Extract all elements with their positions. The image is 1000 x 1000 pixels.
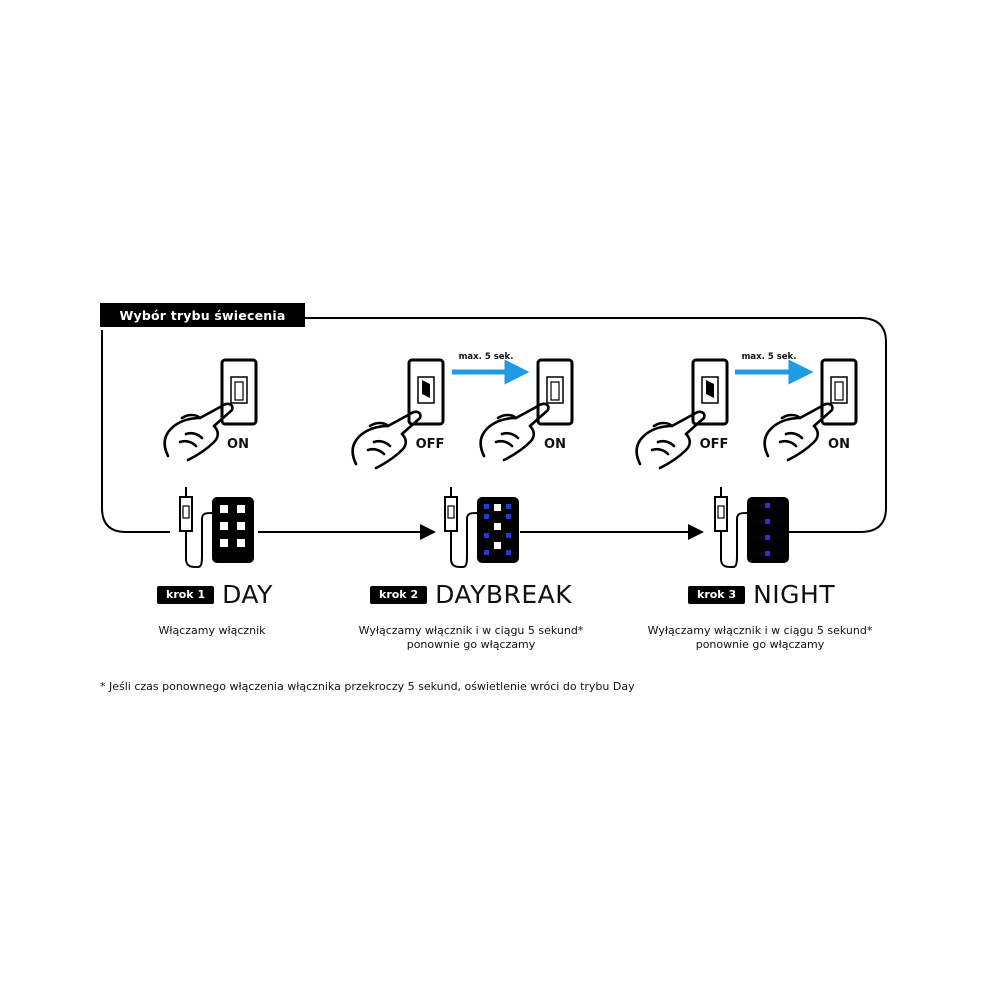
switch-state-label: OFF [415,437,445,452]
step-3-heading: krok 3 NIGHT [688,580,835,609]
step-1-description: Włączamy włącznik [158,624,266,637]
section-title: Wybór trybu świecenia [100,303,305,327]
step-badge: krok 3 [688,585,746,604]
step-2-description: Wyłączamy włącznik i w ciągu 5 sekund* p… [358,624,584,651]
switch-state-label: OFF [699,437,729,452]
controller-remote-daybreak-icon [444,486,520,568]
step-2-heading: krok 2 DAYBREAK [370,580,572,609]
switch-state-label: ON [544,437,566,452]
controller-remote-day-icon [179,486,255,568]
step-1-heading: krok 1 DAY [157,580,273,609]
switch-state-label: ON [828,437,850,452]
switch-plate-icon [220,358,258,426]
step-3-description: Wyłączamy włącznik i w ciągu 5 sekund* p… [647,624,873,651]
time-limit-label: max. 5 sek. [458,352,514,362]
step-badge: krok 2 [370,585,428,604]
switch-state-label: ON [227,437,249,452]
time-limit-label: max. 5 sek. [741,352,797,362]
mode-name: DAYBREAK [435,580,573,609]
mode-name: NIGHT [753,580,836,609]
frame-line-left [101,330,170,533]
mode-name: DAY [222,580,273,609]
controller-remote-night-icon [714,486,790,568]
step-badge: krok 1 [157,585,215,604]
switch-plate-icon [407,358,445,426]
switch-plate-icon [691,358,729,426]
switch-plate-icon [536,358,574,426]
footnote: * Jeśli czas ponownego włączenia włączni… [100,680,635,693]
frame-line-top-right [305,317,887,533]
switch-plate-icon [820,358,858,426]
